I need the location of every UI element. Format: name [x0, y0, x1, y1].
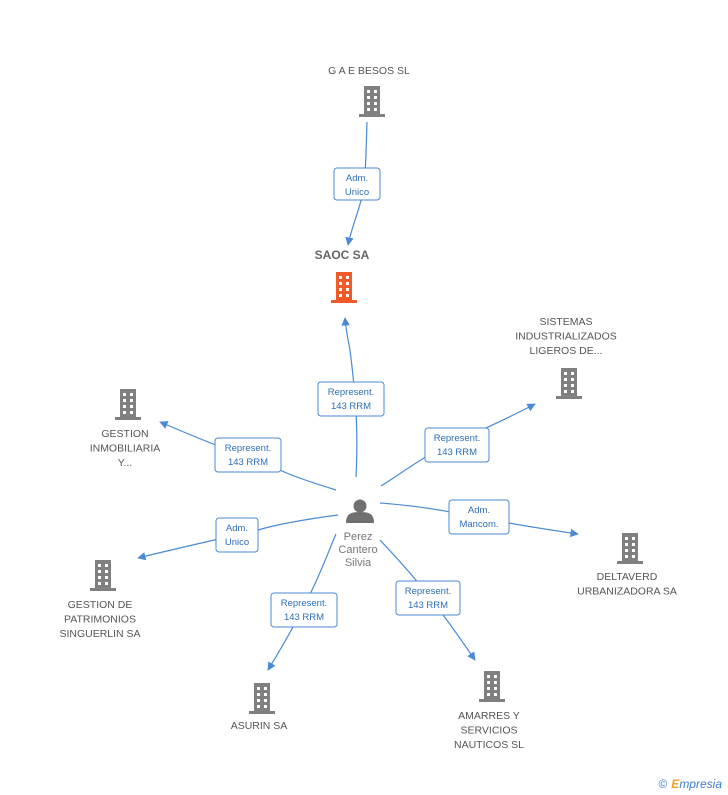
- edge-person-amarres: Represent. 143 RRM: [379, 539, 476, 661]
- copyright-symbol: ©: [658, 777, 668, 791]
- edge-gae-saoc: Adm. Unico: [333, 121, 381, 246]
- edge-label-box[interactable]: [317, 381, 385, 417]
- company-label-gestion-pat[interactable]: PATRIMONIOS: [64, 614, 136, 626]
- edge-label-text: Adm.: [346, 173, 368, 184]
- company-building-icon-gestion-pat[interactable]: [90, 560, 116, 591]
- edge-label-text: Mancom.: [459, 519, 498, 530]
- edge-label-text: 143 RRM: [437, 447, 477, 458]
- edge-label-text: Represent.: [434, 433, 480, 444]
- edge-label-text: Unico: [345, 187, 369, 198]
- edge-person-saoc: Represent. 143 RRM: [317, 317, 385, 478]
- company-building-icon-deltaverd[interactable]: [617, 533, 643, 564]
- edge-person-deltaverd: Adm. Mancom.: [379, 499, 579, 538]
- edge-label-box[interactable]: [215, 517, 259, 553]
- company-label-gestion-pat[interactable]: GESTION DE: [68, 599, 133, 611]
- company-label-gae[interactable]: G A E BESOS SL: [328, 65, 410, 77]
- company-label-gestion-inm[interactable]: Y...: [118, 457, 132, 469]
- center-company-building-icon[interactable]: [331, 272, 357, 303]
- edge-label-text: Adm.: [226, 523, 248, 534]
- brand-name: mpresia: [679, 777, 722, 791]
- footer-brand: ©Empresia: [658, 777, 722, 791]
- edge-person-sistemas: Represent. 143 RRM: [380, 403, 536, 487]
- company-label-sistemas[interactable]: SISTEMAS: [539, 316, 592, 328]
- company-label-amarres[interactable]: SERVICIOS: [461, 725, 518, 737]
- company-label-amarres[interactable]: NAUTICOS SL: [454, 739, 524, 751]
- company-building-icon-gae[interactable]: [359, 86, 385, 117]
- company-building-icon-sistemas[interactable]: [556, 368, 582, 399]
- edge-person-gestion-pat: Adm. Unico: [137, 514, 339, 561]
- edge-label-text: Adm.: [468, 505, 490, 516]
- edge-label-text: 143 RRM: [228, 457, 268, 468]
- nodes-layer: SAOC SA G A E BESOS SL SISTEMAS INDUSTRIALI…: [59, 65, 676, 751]
- edge-line: [341, 317, 358, 478]
- person-name-label[interactable]: Perez: [344, 531, 373, 543]
- edge-label-text: 143 RRM: [331, 401, 371, 412]
- company-label-amarres[interactable]: AMARRES Y: [458, 710, 520, 722]
- company-building-icon-amarres[interactable]: [479, 671, 505, 702]
- center-company-label[interactable]: SAOC SA: [315, 248, 370, 262]
- edge-label-text: 143 RRM: [408, 600, 448, 611]
- person-name-label[interactable]: Cantero: [338, 544, 377, 556]
- company-label-gestion-inm[interactable]: INMOBILIARIA: [90, 443, 161, 455]
- edge-label-box[interactable]: [214, 437, 282, 473]
- company-label-gestion-inm[interactable]: GESTION: [101, 428, 148, 440]
- edge-person-gestion-inm: Represent. 143 RRM: [159, 421, 337, 491]
- edge-label-box[interactable]: [448, 499, 510, 535]
- edge-label-text: Unico: [225, 537, 249, 548]
- edge-label-box[interactable]: [333, 167, 381, 201]
- person-name-label[interactable]: Silvia: [345, 557, 372, 569]
- company-label-gestion-pat[interactable]: SINGUERLIN SA: [59, 628, 140, 640]
- company-label-deltaverd[interactable]: DELTAVERD: [597, 571, 658, 583]
- edge-label-text: 143 RRM: [284, 612, 324, 623]
- edge-label-text: Represent.: [281, 598, 327, 609]
- company-label-deltaverd[interactable]: URBANIZADORA SA: [577, 586, 677, 598]
- edge-person-asurin: Represent. 143 RRM: [267, 533, 338, 671]
- brand-logo: Empresia: [671, 777, 722, 791]
- edge-label-box[interactable]: [395, 580, 461, 616]
- company-building-icon-asurin[interactable]: [249, 683, 275, 714]
- person-icon[interactable]: [346, 499, 374, 524]
- edge-label-text: Represent.: [225, 443, 271, 454]
- company-label-sistemas[interactable]: INDUSTRIALIZADOS: [515, 331, 617, 343]
- edge-label-box[interactable]: [424, 427, 490, 463]
- edge-label-box[interactable]: [270, 592, 338, 628]
- company-label-asurin[interactable]: ASURIN SA: [231, 720, 288, 732]
- edge-label-text: Represent.: [328, 387, 374, 398]
- edge-label-text: Represent.: [405, 586, 451, 597]
- company-label-sistemas[interactable]: LIGEROS DE...: [530, 345, 603, 357]
- company-building-icon-gestion-inm[interactable]: [115, 389, 141, 420]
- brand-initial: E: [671, 777, 680, 791]
